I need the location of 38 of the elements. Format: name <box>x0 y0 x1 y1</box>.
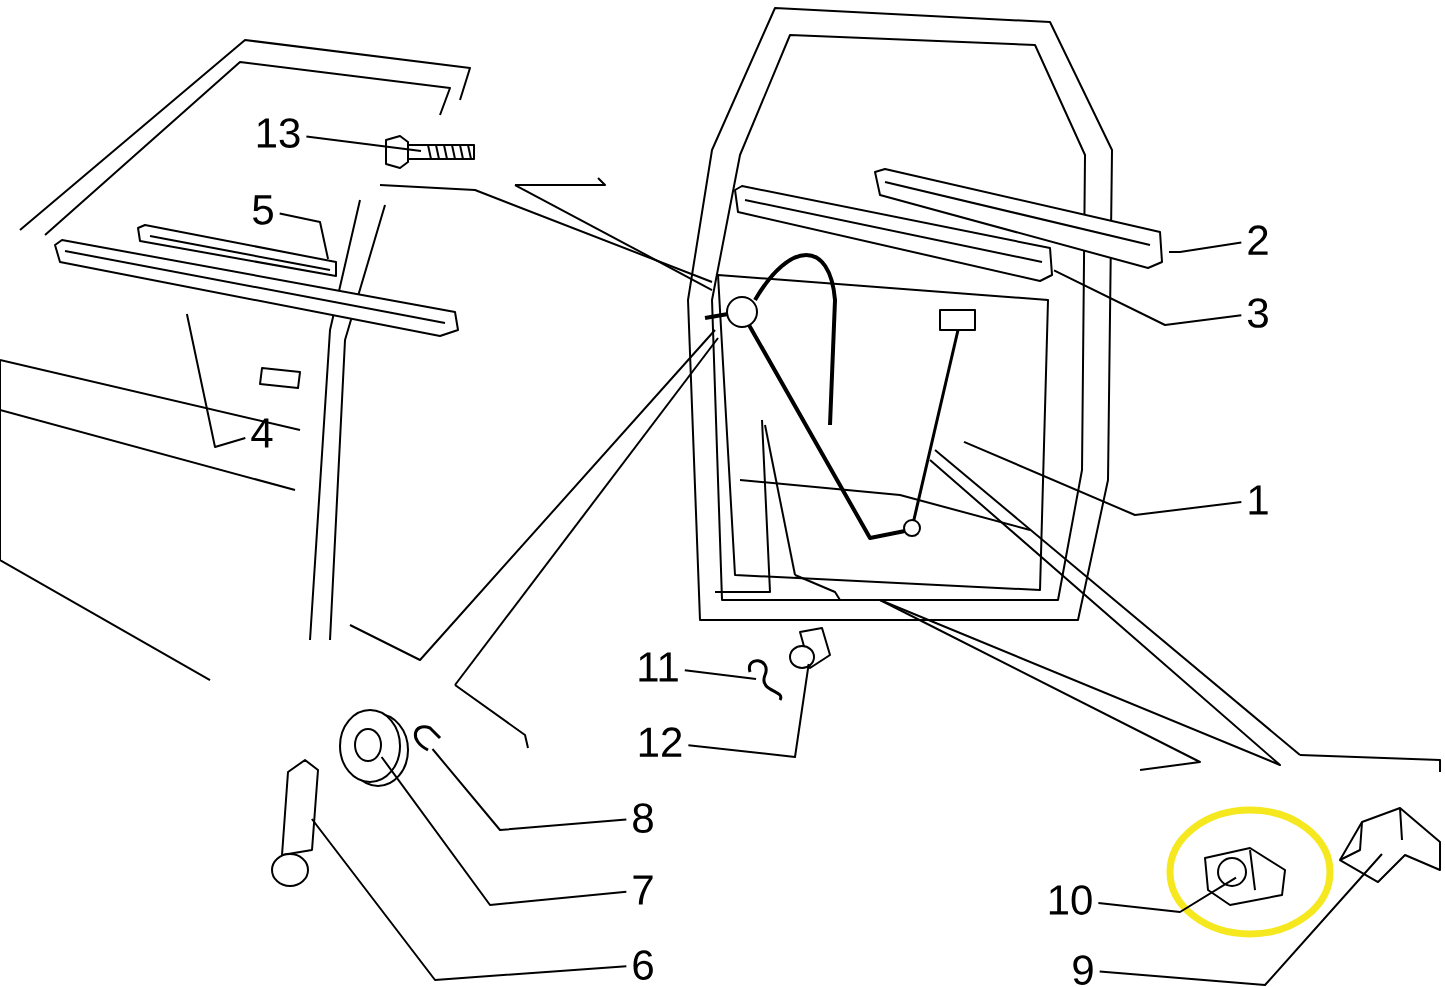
callout-number: 13 <box>257 118 300 148</box>
callout-number: 5 <box>253 195 273 225</box>
leader-line <box>310 818 628 981</box>
callout-number: 2 <box>1248 225 1268 255</box>
leader-line <box>185 313 247 448</box>
callout-number: 8 <box>633 803 653 833</box>
seal-strip-drawing <box>137 224 337 277</box>
bushing-drawing <box>789 627 831 669</box>
window-regulator-drawing <box>704 253 976 540</box>
callout-number: 12 <box>639 727 682 757</box>
callout-number: 6 <box>633 950 653 980</box>
leader-line <box>1098 853 1383 986</box>
callout-number: 7 <box>633 875 653 905</box>
leader-line <box>278 212 330 260</box>
guide-drawing <box>1339 807 1441 883</box>
leader-line <box>380 756 628 906</box>
leader-line <box>305 135 422 152</box>
leader-line <box>1053 269 1243 326</box>
callout-number: 3 <box>1247 298 1268 328</box>
clip-drawing <box>748 659 783 701</box>
crank-handle-drawing <box>271 759 319 887</box>
callout-number: 4 <box>251 418 273 448</box>
leader-line <box>1097 876 1237 913</box>
seal-strip-drawing <box>734 185 1053 282</box>
leader-line <box>963 440 1243 516</box>
leader-line <box>431 748 628 831</box>
leader-line <box>1168 241 1243 253</box>
leader-line <box>683 669 757 680</box>
bolt-drawing <box>385 135 475 169</box>
callout-number: 1 <box>1249 485 1268 515</box>
leader-line <box>687 663 810 758</box>
seal-strip-drawing <box>874 168 1163 269</box>
callout-number: 9 <box>1073 955 1093 985</box>
clip-drawing <box>413 725 442 752</box>
bracket-drawing <box>1204 847 1286 906</box>
ring-drawing <box>339 709 409 787</box>
callout-number: 10 <box>1049 885 1092 915</box>
callout-number: 11 <box>639 652 678 682</box>
